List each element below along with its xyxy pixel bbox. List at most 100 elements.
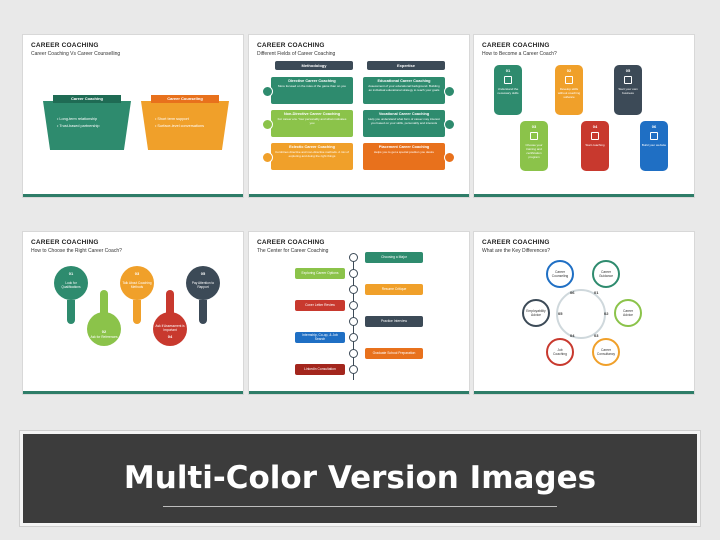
slide-title: CAREER COACHING <box>482 42 550 49</box>
node-number: 04 <box>570 333 575 338</box>
slide-thumbnail-6[interactable]: CAREER COACHING What are the Key Differe… <box>473 231 695 395</box>
drop-stem <box>199 300 207 324</box>
difference-node: Career Consultancy <box>592 338 620 366</box>
list-item: Trust-based partnership <box>57 124 99 128</box>
drop-text: Look for Qualifications <box>61 281 81 290</box>
timeline-item: LinkedIn Consultation <box>295 364 345 375</box>
drop-number: 01 <box>68 271 74 276</box>
drop-number: 03 <box>134 271 140 276</box>
card-text: More focused on the rules of the game th… <box>278 84 346 88</box>
step-number: 03 <box>531 124 537 129</box>
card-title: Non-Directive Career Coaching <box>283 112 341 116</box>
difference-node: Employability Advice <box>522 299 550 327</box>
list-item: Long-term relationship <box>57 117 100 121</box>
step-text: Start coaching <box>585 143 605 147</box>
drop-stem <box>67 300 75 324</box>
drop-stem <box>166 290 174 314</box>
drop-text: Ask for References <box>90 335 118 339</box>
step-number: 05 <box>625 68 631 73</box>
step-card: 02 Develop skills without coaching softw… <box>555 65 583 115</box>
card-title: Educational Career Coaching <box>377 79 431 83</box>
drop-card: Ask If Assessment is Important 04 <box>153 312 187 346</box>
website-icon <box>650 132 658 140</box>
card-title: Eclectic Career Coaching <box>289 145 335 149</box>
card-text: For career era. Your personality and wha… <box>277 117 347 125</box>
slide-subtitle: Different Fields of Career Coaching <box>257 51 336 57</box>
drop-text: Ask If Assessment is Important <box>155 324 185 333</box>
drop-stem <box>100 290 108 314</box>
node-number: 01 <box>594 290 599 295</box>
slide-thumbnail-2[interactable]: CAREER COACHING Different Fields of Care… <box>248 34 470 198</box>
step-card: 01 Understand the necessary skills <box>494 65 522 115</box>
gear-icon <box>444 119 455 130</box>
drop-card: 01 Look for Qualifications <box>54 266 88 300</box>
step-number: 06 <box>651 124 657 129</box>
difference-node: Career Advice <box>614 299 642 327</box>
timeline-item: Choosing a Major <box>365 252 423 263</box>
timeline-node <box>349 349 358 358</box>
drop-text: Talk About Coaching Methods <box>122 281 152 290</box>
business-icon <box>624 76 632 84</box>
slide-subtitle: What are the Key Differences? <box>482 248 550 254</box>
drop-number: 04 <box>167 334 173 340</box>
step-number: 02 <box>566 68 572 73</box>
certificate-icon <box>530 132 538 140</box>
briefcase-icon <box>444 152 455 163</box>
coaching-icon <box>591 132 599 140</box>
book-icon <box>444 86 455 97</box>
skills-icon <box>504 76 512 84</box>
card-title: Directive Career Coaching <box>288 79 336 83</box>
career-counseling-panel: Career Counseling Short term support Sur… <box>141 95 229 150</box>
panel-list: Long-term relationship Trust-based partn… <box>57 117 100 131</box>
slide-subtitle: Career Coaching Vs Career Counselling <box>31 51 121 57</box>
field-card: Non-Directive Career Coaching For career… <box>271 110 353 137</box>
slide-thumbnail-4[interactable]: CAREER COACHING How to Choose the Right … <box>22 231 244 395</box>
column-header-expertise: Expertise <box>367 61 445 70</box>
step-text: Build your website <box>641 143 667 147</box>
node-number: 02 <box>604 311 609 316</box>
step-card: 05 Start your own business <box>614 65 642 115</box>
banner-title: Multi-Color Version Images <box>123 460 597 496</box>
field-card: Eclectic Career Coaching Combines direct… <box>271 143 353 170</box>
node-number: 06 <box>570 290 575 295</box>
drop-number: 05 <box>200 271 206 276</box>
card-text: Help you understand what form of career … <box>368 117 440 125</box>
slide-subtitle: How to Become a Career Coach? <box>482 51 557 57</box>
develop-icon <box>565 76 573 84</box>
target-icon <box>262 86 273 97</box>
node-number: 03 <box>594 333 599 338</box>
timeline-item: Practice Interview <box>365 316 423 327</box>
card-title: Placement Career Coaching <box>378 145 430 149</box>
timeline-item: Resume Critique <box>365 284 423 295</box>
node-number: 05 <box>558 311 563 316</box>
step-number: 04 <box>592 124 598 129</box>
drop-number: 02 <box>101 329 107 334</box>
card-title: Vocational Career Coaching <box>378 112 430 116</box>
slide-title: CAREER COACHING <box>482 239 550 246</box>
difference-node: Job Coaching <box>546 338 574 366</box>
slide-subtitle: The Center for Career Coaching <box>257 248 329 254</box>
drop-card: 02 Ask for References <box>87 312 121 346</box>
connector-lines <box>556 289 606 339</box>
banner-underline <box>163 506 557 507</box>
slide-thumbnail-5[interactable]: CAREER COACHING The Center for Career Co… <box>248 231 470 395</box>
step-number: 01 <box>505 68 511 73</box>
drop-card: 03 Talk About Coaching Methods <box>120 266 154 300</box>
step-card: 04 Start coaching <box>581 121 609 171</box>
card-text: Combines directive and non-directive met… <box>275 150 349 158</box>
slide-subtitle: How to Choose the Right Career Coach? <box>31 248 122 254</box>
drop-text: Pay Attention to Rapport <box>191 281 215 290</box>
list-item: Short term support <box>155 117 204 121</box>
slide-thumbnail-3[interactable]: CAREER COACHING How to Become a Career C… <box>473 34 695 198</box>
slide-thumbnail-1[interactable]: CAREER COACHING Career Coaching Vs Caree… <box>22 34 244 198</box>
step-card: 06 Build your website <box>640 121 668 171</box>
list-item: Surface-level conversations <box>155 124 204 128</box>
field-card: Educational Career Coaching Assessment o… <box>363 77 445 104</box>
timeline-node <box>349 301 358 310</box>
timeline-node <box>349 285 358 294</box>
timeline-node <box>349 269 358 278</box>
field-card: Placement Career Coaching Helps you to g… <box>363 143 445 170</box>
slide-title: CAREER COACHING <box>257 42 325 49</box>
timeline-node <box>349 317 358 326</box>
step-text: Choose your training and certification p… <box>525 143 543 159</box>
